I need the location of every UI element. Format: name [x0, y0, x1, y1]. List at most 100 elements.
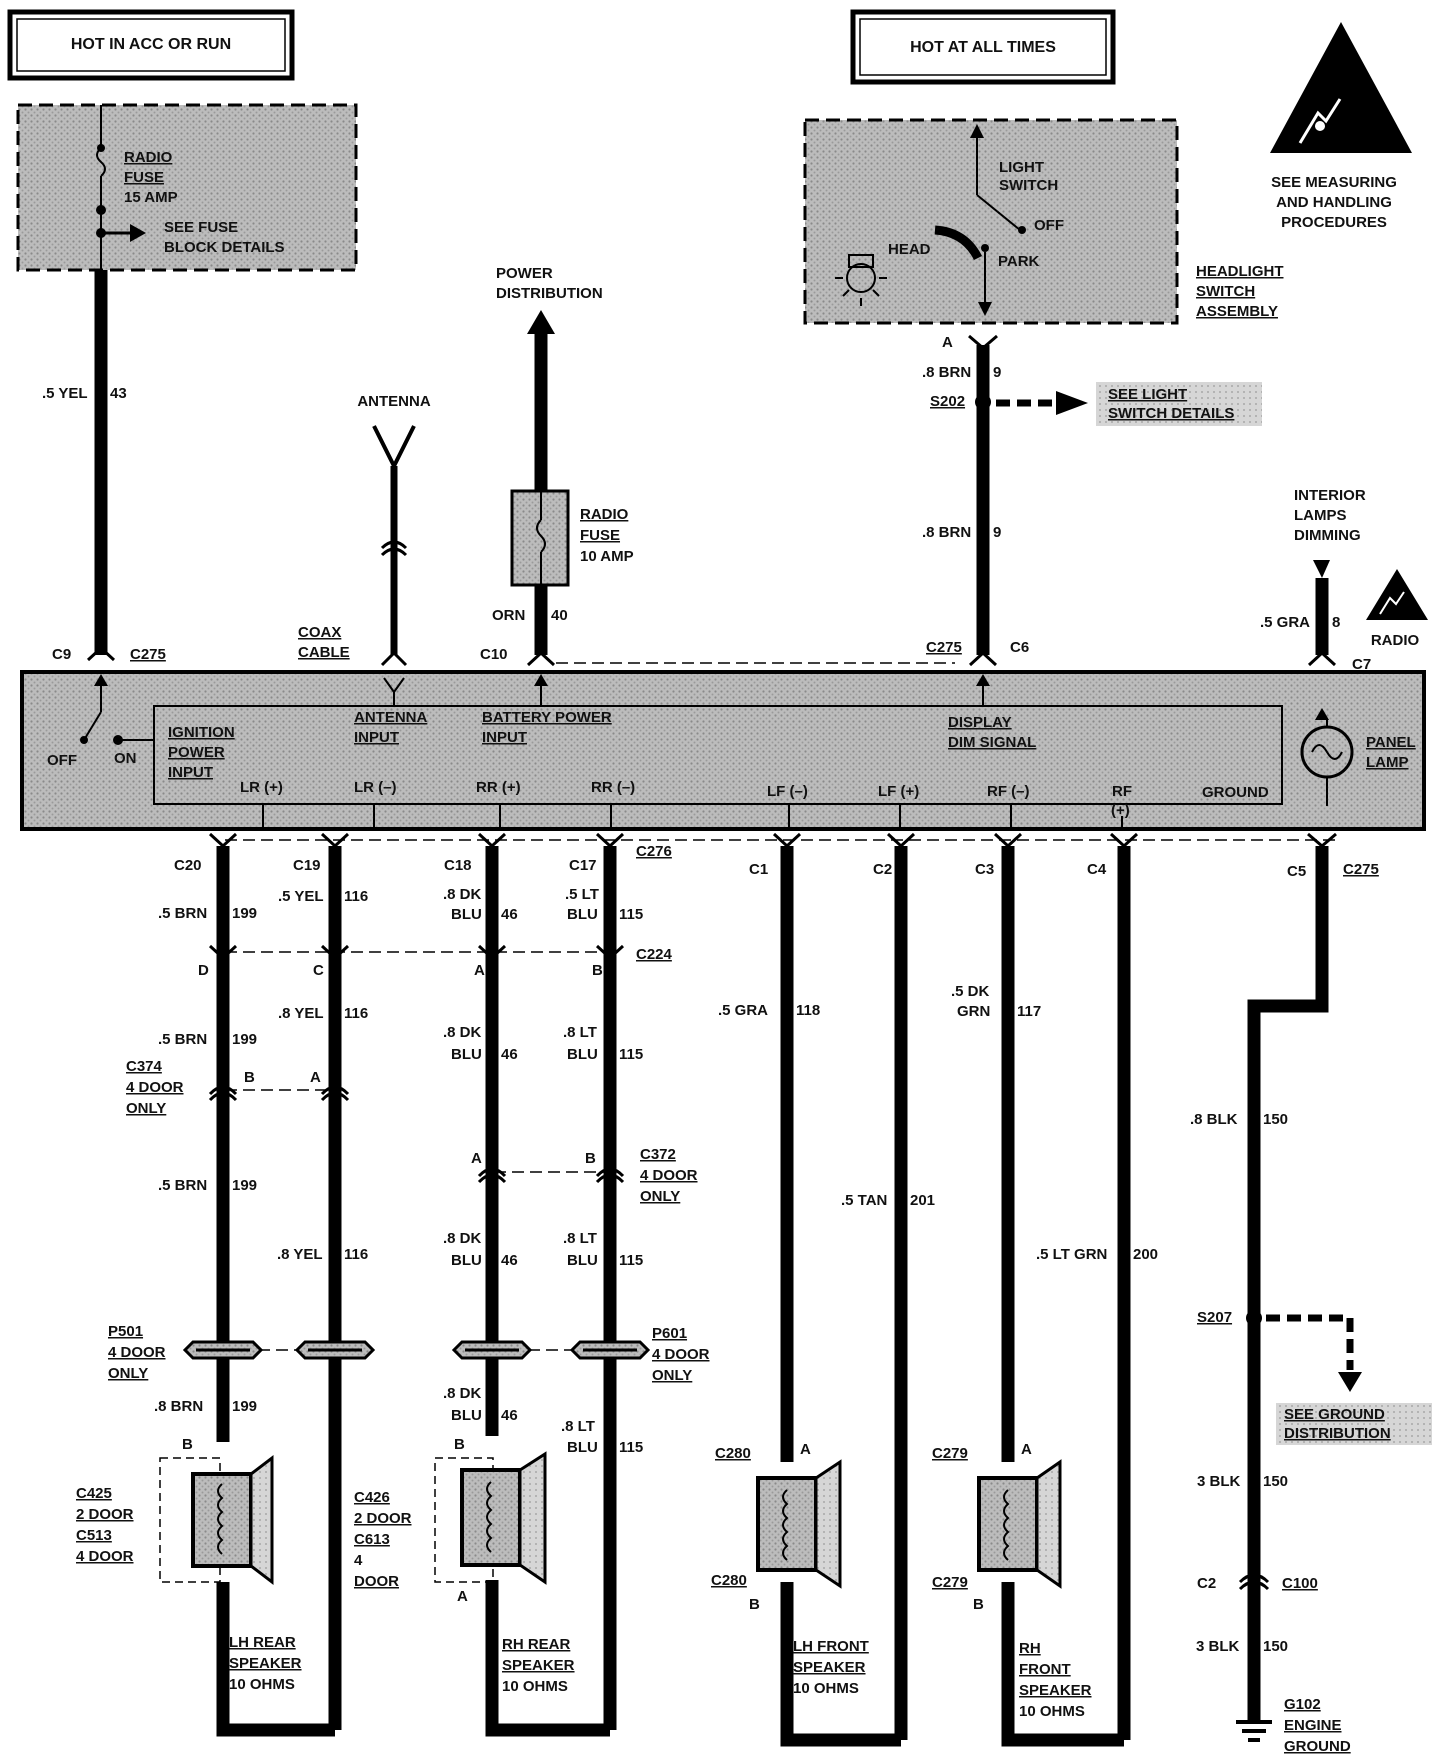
c374-label-2: 4 DOOR — [126, 1079, 184, 1096]
wire-gra8-circuit: 8 — [1332, 614, 1340, 631]
term-rr-minus: RR (–) — [591, 779, 635, 796]
term-ground: GROUND — [1202, 784, 1269, 801]
light-switch-off: OFF — [1034, 217, 1064, 234]
wire-tan201-circuit: 201 — [910, 1192, 935, 1209]
splice-s202-label: S202 — [930, 393, 965, 410]
lh-front-speaker-coil-icon — [782, 1489, 789, 1561]
wire-brn199-a-circuit: 199 — [232, 905, 257, 922]
rh-rear-conn-1: C426 — [354, 1489, 390, 1506]
fuse-block: RADIO FUSE 15 AMP SEE FUSE BLOCK DETAILS — [16, 103, 358, 272]
wire-yel43-label: .5 YEL — [42, 385, 88, 402]
wire-brn199-d-circuit: 199 — [232, 1398, 257, 1415]
wire-dkblu46-b-circuit: 46 — [501, 1046, 518, 1063]
see-fuse-details-arrow-icon — [130, 224, 146, 242]
lh-front-speaker-body — [756, 1476, 818, 1572]
wire-tan201-label: .5 TAN — [841, 1192, 887, 1209]
hot-at-all-times-box: HOT AT ALL TIMES — [850, 9, 1116, 85]
wire-dkblu46-a-1: .8 DK — [443, 886, 482, 903]
lh-rear-conn-1: C425 — [76, 1485, 112, 1502]
fuse-10a-icon — [536, 519, 546, 553]
wire-ltblu115-a-circuit: 115 — [619, 906, 643, 923]
wire-yel116-b-circuit: 116 — [344, 1005, 368, 1022]
term-lr-minus: LR (–) — [354, 779, 397, 796]
conn-c5: C5 — [1287, 863, 1306, 880]
g102-label-1: G102 — [1284, 1696, 1321, 1713]
wire-dkblu46-a-2: BLU — [451, 906, 482, 923]
rh-rear-speaker-coil-icon — [486, 1481, 493, 1553]
rh-front-speaker-body — [977, 1476, 1039, 1572]
lh-front-conn-bot: C280 — [711, 1572, 747, 1589]
wire-orn40-label: ORN — [492, 607, 525, 624]
rh-front-name-1: RH — [1019, 1640, 1041, 1657]
esd-note-2: AND HANDLING — [1276, 194, 1392, 211]
ignition-input-2: POWER — [168, 744, 225, 761]
coax-label-2: CABLE — [298, 644, 350, 661]
wire-dkblu46-d-1: .8 DK — [443, 1385, 482, 1402]
conn-c2: C2 — [873, 861, 892, 878]
c372-label-3: ONLY — [640, 1188, 680, 1205]
c372-pin-a: A — [471, 1150, 482, 1167]
c100-connector — [1238, 1573, 1270, 1591]
conn-c19: C19 — [293, 857, 321, 874]
ignition-switch-icon — [83, 711, 102, 741]
c372-label-2: 4 DOOR — [640, 1167, 698, 1184]
wire-dkblu46-d-2: BLU — [451, 1407, 482, 1424]
hot-at-all-times-label: HOT AT ALL TIMES — [910, 39, 1056, 56]
conn-c18: C18 — [444, 857, 472, 874]
conn-c7: C7 — [1352, 656, 1371, 673]
light-switch-label-2: SWITCH — [999, 177, 1058, 194]
c374-label-3: ONLY — [126, 1100, 166, 1117]
rh-rear-top-pin: B — [454, 1436, 465, 1453]
light-switch-label-1: LIGHT — [999, 159, 1044, 176]
rh-rear-conn-5: DOOR — [354, 1573, 399, 1590]
wire-blk150-a-circuit: 150 — [1263, 1111, 1288, 1128]
lh-front-top-pin: A — [800, 1441, 811, 1458]
splice-s207 — [1246, 1310, 1262, 1326]
display-dim-1: DISPLAY — [948, 714, 1012, 731]
c224-pin-a: A — [474, 962, 485, 979]
wire-blk150-b-circuit: 150 — [1263, 1473, 1288, 1490]
fuse-15a-label-3: 15 AMP — [124, 189, 178, 206]
lh-rear-conn-2: 2 DOOR — [76, 1506, 134, 1523]
wire-ltblu115-c-1: .8 LT — [563, 1230, 597, 1247]
conn-c4: C4 — [1087, 861, 1107, 878]
wire-dkblu46-d-circuit: 46 — [501, 1407, 518, 1424]
panel-lamp-1: PANEL — [1366, 734, 1416, 751]
wire-yel116-c-circuit: 116 — [344, 1246, 368, 1263]
ignition-input-3: INPUT — [168, 764, 213, 781]
headlamp-icon — [835, 254, 887, 306]
wire-yel43-circuit: 43 — [110, 385, 127, 402]
rh-rear-conn-3: C613 — [354, 1531, 390, 1548]
wire-brn9-circuit: 9 — [993, 524, 1001, 541]
lh-rear-name-1: LH REAR — [229, 1634, 296, 1651]
headlight-assembly-3: ASSEMBLY — [1196, 303, 1278, 320]
p501-label-2: 4 DOOR — [108, 1344, 166, 1361]
coax-label-1: COAX — [298, 624, 341, 641]
esd-warning: SEE MEASURING AND HANDLING PROCEDURES — [1270, 22, 1412, 231]
esd-small: RADIO — [1366, 569, 1428, 649]
wire-blk150-c-circuit: 150 — [1263, 1638, 1288, 1655]
conn-c2-ground: C2 — [1197, 1575, 1216, 1592]
panel-lamp-icon — [1300, 720, 1354, 806]
c374-pin-b: B — [244, 1069, 255, 1086]
rh-rear-conn-2: 2 DOOR — [354, 1510, 412, 1527]
lh-front-speaker-cone-icon — [814, 1459, 842, 1589]
battery-input-1: BATTERY POWER — [482, 709, 612, 726]
conn-c275-top: C275 — [130, 646, 166, 663]
lh-rear-conn-3: C513 — [76, 1527, 112, 1544]
rh-rear-bottom-pin: A — [457, 1588, 468, 1605]
term-lr-plus: LR (+) — [240, 779, 283, 796]
wire-brn199-c-circuit: 199 — [232, 1177, 257, 1194]
power-distribution-arrow-icon — [527, 310, 555, 334]
radio-switch-on: ON — [114, 750, 137, 767]
wire-ltblu115-a-1: .5 LT — [565, 886, 599, 903]
wire-ltblu115-a-2: BLU — [567, 906, 598, 923]
conn-c9: C9 — [52, 646, 71, 663]
wire-lh-front-return — [780, 1582, 901, 1747]
interior-dimming-2: LAMPS — [1294, 507, 1347, 524]
rh-front-speaker: A B C279 C279 RH FRONT SPEAKER 10 OHMS — [932, 1441, 1092, 1720]
lh-front-conn-top: C280 — [715, 1445, 751, 1462]
p501-label-1: P501 — [108, 1323, 143, 1340]
lh-front-speaker: A B C280 C280 LH FRONT SPEAKER 10 OHMS — [711, 1441, 869, 1697]
interior-dimming-1: INTERIOR — [1294, 487, 1366, 504]
